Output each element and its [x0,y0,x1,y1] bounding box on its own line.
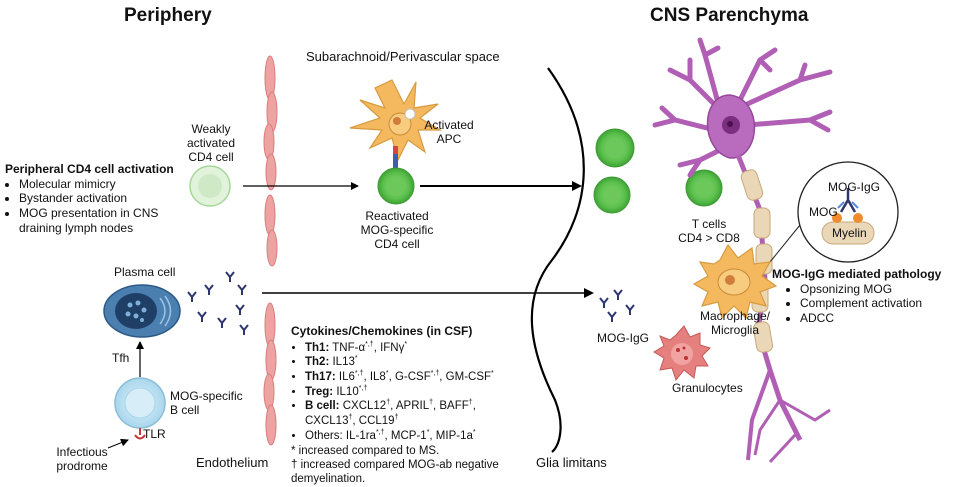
note-dagger: † increased compared MOG-ab negative [291,459,499,471]
b-cell [114,377,166,440]
label-macrophage: Macrophage/ Microglia [699,309,771,337]
label-plasma-cell: Plasma cell [114,265,176,279]
label-mog-igg-free: MOG-IgG [597,331,650,345]
peripheral-item: MOG presentation in CNS [19,206,174,221]
macrophage-cell [692,243,778,320]
label-tlr: TLR [143,427,166,441]
tcr-mhc-connector [393,146,398,168]
pathology-block: MOG-IgG mediated pathology Opsonizing MO… [772,267,942,326]
cytokine-th2: Th2: IL13* [305,355,529,370]
cytokine-bcell: B cell: CXCL12†, APRIL†, BAFF†,CXCL13†, … [305,399,529,428]
weak-cd4-cell [189,165,231,207]
label-endothelium: Endothelium [196,455,269,470]
label-reactivated-cd4: Reactivated MOG-specific CD4 cell [360,209,434,251]
peripheral-activation-block: Peripheral CD4 cell activation Molecular… [5,162,174,235]
label-infectious-prodrome: Infectious prodrome [56,445,108,473]
cytokines-title: Cytokines/Chemokines (in CSF) [291,324,473,338]
arrow-prodrome-to-tlr [107,438,129,449]
label-apc: Activated APC [424,118,474,146]
heading-space: Subarachnoid/Perivascular space [306,49,500,64]
heading-periphery: Periphery [124,5,212,26]
pathology-item: Opsonizing MOG [800,282,941,297]
cytokines-block: Cytokines/Chemokines (in CSF) Th1: TNF-α… [291,324,529,487]
label-glia-limitans: Glia limitans [536,455,607,470]
antibodies-cns [599,289,635,322]
cns-t-cells [593,128,723,214]
label-inset-mog-igg: MOG-IgG [828,180,881,194]
pathology-item: Complement activation [800,296,941,311]
cytokine-others: Others: IL-1ra*,†, MCP-1*, MIP-1a* [305,429,529,444]
label-t-cells: T cells CD4 > CD8 [678,217,740,245]
endothelium-column [263,55,278,446]
granulocyte-cell [653,325,711,382]
peripheral-item: draining lymph nodes [19,220,134,235]
pathology-title: MOG-IgG mediated pathology [772,267,942,281]
glia-limitans-line [530,67,585,453]
neuron-cell [652,37,833,464]
mog-igg-inset [769,161,899,263]
label-weak-cd4: Weakly activated CD4 cell [186,122,236,164]
cytokine-th17: Th17: IL6*,†, IL8*, G-CSF*,†, GM-CSF* [305,370,529,385]
cytokine-treg: Treg: IL10*,† [305,385,529,400]
label-granulocytes: Granulocytes [672,381,743,395]
peripheral-item: Molecular mimicry [19,177,174,192]
activated-apc-cell [349,79,443,162]
label-inset-myelin: Myelin [832,226,867,240]
note-dagger-cont: demyelination. [291,473,366,486]
peripheral-item: Bystander activation [19,191,174,206]
plasma-cell [103,284,181,338]
label-tfh: Tfh [112,351,130,365]
peripheral-activation-title: Peripheral CD4 cell activation [5,162,174,176]
note-star: * increased compared to MS. [291,444,440,457]
pathology-item: ADCC [800,311,941,326]
heading-cns: CNS Parenchyma [650,5,809,26]
cytokine-th1: Th1: TNF-α*,†, IFNγ* [305,341,529,356]
antibodies-periphery [187,271,249,335]
label-b-cell: MOG-specific B cell [170,389,243,417]
label-inset-mog: MOG [809,205,838,219]
reactivated-cd4-cell [377,167,415,205]
